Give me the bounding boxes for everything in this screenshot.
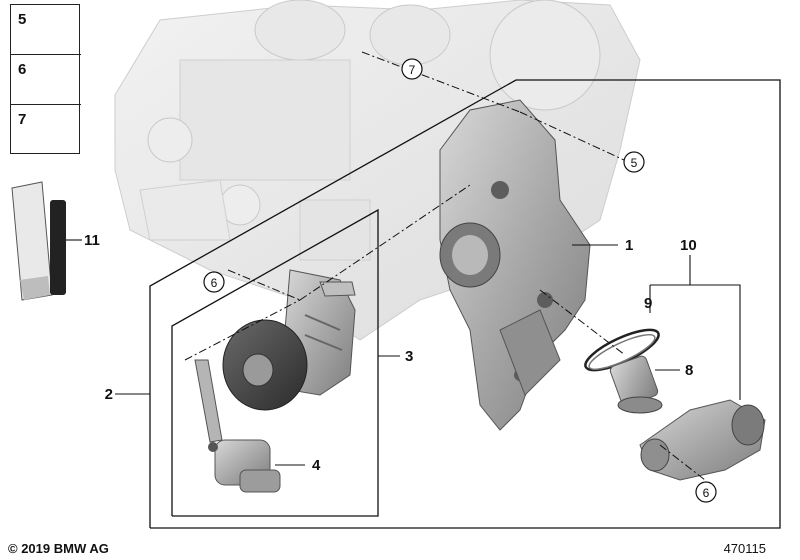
water-pump: [222, 269, 356, 411]
callout-7: 7: [409, 63, 416, 77]
callout-8: 8: [685, 362, 693, 379]
callout-3: 3: [405, 348, 413, 365]
engine-block-ghost: [114, 0, 641, 341]
leader-lines: [66, 239, 741, 466]
dash-lines: [184, 51, 706, 481]
group-frame-2: [149, 79, 781, 529]
callout-10: 10: [680, 237, 697, 254]
callout-2: 2: [105, 386, 113, 403]
callout-4: 4: [312, 457, 321, 474]
circle-callout-7: 7: [401, 58, 423, 80]
legend-row-5: 5: [11, 5, 81, 55]
callout-5: 5: [631, 156, 638, 170]
sealant-tube: [11, 181, 66, 301]
coolant-pump-housing: [439, 99, 591, 431]
callout-6b: 6: [703, 486, 710, 500]
diagram-number: 470115: [723, 541, 766, 556]
thermostat: [609, 355, 663, 414]
copyright-notice: © 2019 BMW AG: [8, 541, 109, 556]
circle-callout-5: 5: [623, 151, 645, 173]
pump-actuator: [194, 359, 281, 493]
legend-row-7: 7: [11, 105, 81, 155]
small-parts-legend: 5 6 7: [10, 4, 81, 155]
callout-11: 11: [84, 232, 100, 249]
legend-number: 6: [18, 61, 27, 78]
group-frame-3: [171, 208, 379, 517]
circle-callout-6b: 6: [695, 481, 717, 503]
callout-6a: 6: [211, 276, 218, 290]
callout-1: 1: [625, 237, 633, 254]
legend-number: 5: [18, 11, 27, 28]
legend-row-6: 6: [11, 55, 81, 105]
callout-9: 9: [644, 295, 652, 312]
circle-callout-6a: 6: [203, 271, 225, 293]
legend-number: 7: [18, 111, 27, 128]
thermostat-housing: [639, 399, 766, 481]
